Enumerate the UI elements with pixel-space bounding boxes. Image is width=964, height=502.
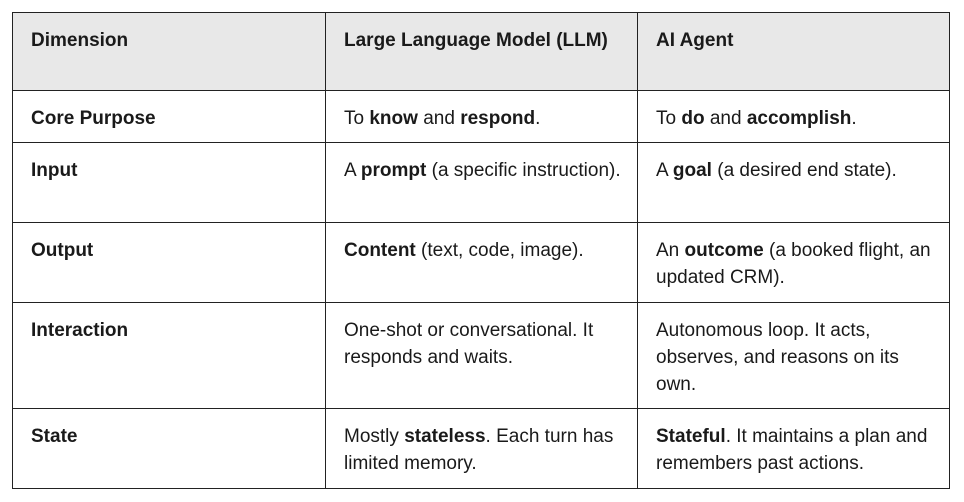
dimension-cell: Output: [12, 222, 326, 303]
table-row: Output Content (text, code, image). An o…: [12, 222, 950, 303]
dimension-cell: Input: [12, 142, 326, 223]
emphasized-text: outcome: [684, 240, 764, 261]
comparison-table: Dimension Large Language Model (LLM) AI …: [12, 12, 950, 489]
emphasized-text: stateless: [404, 426, 486, 447]
table-row: Core Purpose To know and respond. To do …: [12, 90, 950, 143]
llm-cell: Mostly stateless. Each turn has limited …: [325, 408, 638, 489]
emphasized-text: do: [681, 108, 705, 129]
llm-cell: A prompt (a specific instruction).: [325, 142, 638, 223]
emphasized-text: Content: [344, 240, 416, 261]
dimension-cell: Interaction: [12, 302, 326, 409]
dimension-cell: Core Purpose: [12, 90, 326, 143]
emphasized-text: accomplish: [746, 108, 852, 129]
header-llm: Large Language Model (LLM): [325, 12, 638, 91]
llm-cell: To know and respond.: [325, 90, 638, 143]
llm-cell: One-shot or conversational. It responds …: [325, 302, 638, 409]
emphasized-text: respond: [460, 108, 536, 129]
emphasized-text: goal: [672, 160, 712, 181]
header-dimension: Dimension: [12, 12, 326, 91]
emphasized-text: Stateful: [656, 426, 726, 447]
agent-cell: A goal (a desired end state).: [637, 142, 950, 223]
agent-cell: An outcome (a booked flight, an updated …: [637, 222, 950, 303]
agent-cell: To do and accomplish.: [637, 90, 950, 143]
header-row: Dimension Large Language Model (LLM) AI …: [12, 12, 950, 91]
agent-cell: Stateful. It maintains a plan and rememb…: [637, 408, 950, 489]
emphasized-text: know: [369, 108, 418, 129]
table-row: State Mostly stateless. Each turn has li…: [12, 408, 950, 489]
table-row: Interaction One-shot or conversational. …: [12, 302, 950, 409]
dimension-cell: State: [12, 408, 326, 489]
comparison-table-container: Dimension Large Language Model (LLM) AI …: [12, 12, 950, 489]
header-ai-agent: AI Agent: [637, 12, 950, 91]
table-row: Input A prompt (a specific instruction).…: [12, 142, 950, 223]
emphasized-text: prompt: [360, 160, 427, 181]
llm-cell: Content (text, code, image).: [325, 222, 638, 303]
agent-cell: Autonomous loop. It acts, observes, and …: [637, 302, 950, 409]
